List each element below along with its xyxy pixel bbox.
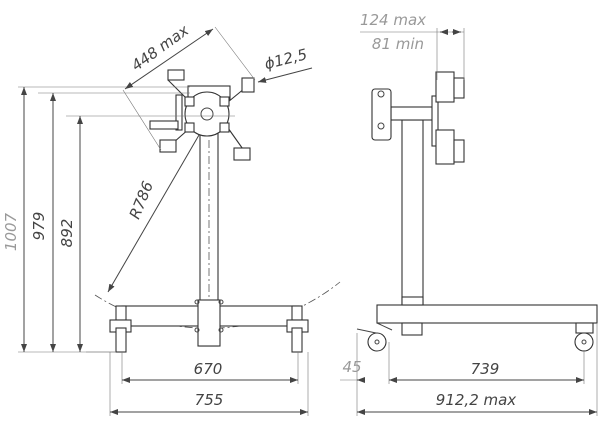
crank-box bbox=[371, 88, 392, 141]
side-column bbox=[401, 119, 424, 307]
dim-wheelbase: 739 bbox=[471, 360, 500, 378]
rotating-head bbox=[149, 69, 255, 161]
dim-head-offset-min: 81 min bbox=[372, 35, 424, 53]
side-head-plate bbox=[431, 95, 439, 147]
front-caster-right bbox=[286, 305, 309, 353]
front-caster-left bbox=[109, 305, 132, 353]
dim-height-892: 892 bbox=[58, 219, 76, 248]
dim-head-offset-max: 124 max bbox=[360, 11, 426, 29]
head-plate bbox=[184, 91, 230, 137]
dim-overall-width: 755 bbox=[195, 391, 224, 409]
front-view: 1007 979 892 448 max ϕ12,5 R786 670 755 bbox=[2, 21, 341, 416]
side-caster-left bbox=[356, 322, 393, 352]
dim-overall-height: 1007 bbox=[2, 212, 20, 251]
dim-hole-diameter: ϕ12,5 bbox=[263, 45, 309, 73]
dim-head-span: 448 max bbox=[128, 21, 192, 74]
side-base-bar bbox=[376, 304, 598, 324]
side-arm bbox=[390, 106, 434, 121]
dim-overall-length: 912,2 max bbox=[436, 391, 517, 409]
side-view: 124 max 81 min 45 739 912,2 max bbox=[340, 11, 598, 416]
dim-caster-spacing: 670 bbox=[194, 360, 223, 378]
dim-height-979: 979 bbox=[30, 212, 48, 241]
side-caster-right bbox=[574, 322, 594, 352]
dim-caster-offset: 45 bbox=[342, 358, 361, 376]
